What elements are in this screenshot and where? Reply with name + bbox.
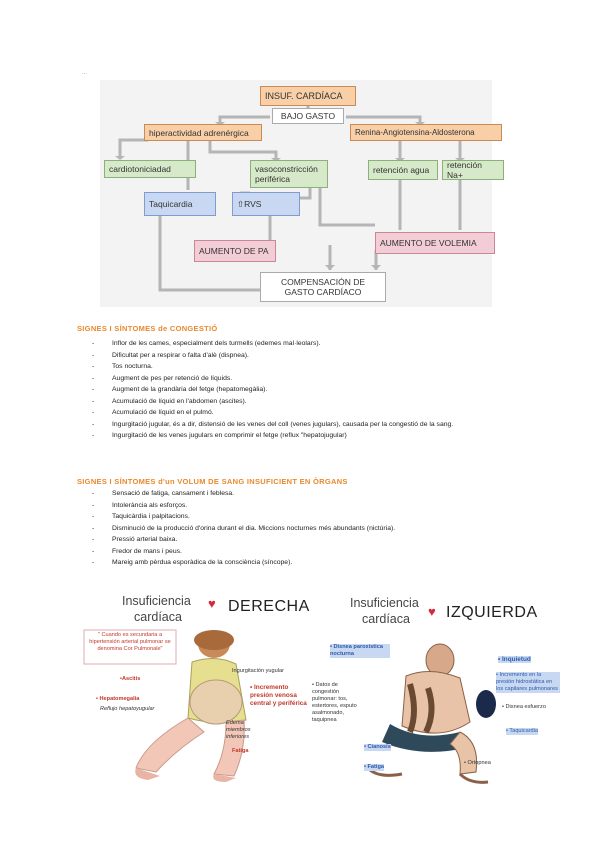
hepatomegalia-label: • Hepatomegalia xyxy=(96,696,140,702)
ingurgitacion-label: Ingurgitación yugular xyxy=(232,668,284,674)
heart-icon: ♥ xyxy=(208,596,216,611)
box-cardiotoniciadad: cardiotoniciadad xyxy=(104,160,196,178)
list-item: Acumulació de líquid en l'abdomen (ascit… xyxy=(82,396,512,408)
fatiga-label: Fatiga xyxy=(232,748,249,754)
cor-pulmonale-note: " Cuando es secundaria a hipertensión ar… xyxy=(89,632,171,652)
box-compensacion: COMPENSACIÓN DE GASTO CARDÍACO xyxy=(260,272,386,302)
insuficiencia-derecha-illustration: Insuficiencia cardíaca ♥ DERECHA " Cuand… xyxy=(76,592,310,782)
heart-failure-flow-diagram: INSUF. CARDÍACA BAJO GASTO hiperactivida… xyxy=(100,80,504,307)
list-item: Intolerància als esforços. xyxy=(82,500,512,512)
list-item: Tos nocturna. xyxy=(82,361,512,373)
page-mark: ... xyxy=(82,70,88,76)
list-item: Taquicàrdia i palpitacions. xyxy=(82,511,512,523)
volum-list: Sensació de fatiga, cansament i feblesa.… xyxy=(82,488,512,569)
derecha-title-line2: cardíaca xyxy=(134,610,182,624)
disnea-paroxistica-label: • Disnea paroxística nocturna xyxy=(330,644,390,658)
list-item: Dificultat per a respirar o falta d'alè … xyxy=(82,350,512,362)
box-aumento-volemia: AUMENTO DE VOLEMIA xyxy=(375,232,495,254)
edema-label: Edema miembros inferiores xyxy=(226,720,251,740)
list-item: Fredor de mans i peus. xyxy=(82,546,512,558)
box-retencion-na: retención Na+ xyxy=(442,160,504,180)
disnea-esfuerzo-label: • Disnea esfuerzo xyxy=(502,704,546,710)
derecha-title-line1: Insuficiencia xyxy=(122,594,191,608)
fatiga-label: • Fatiga xyxy=(364,764,384,771)
ascitis-label: •Ascitis xyxy=(120,676,141,682)
list-item: Augment de pes per retenció de líquids. xyxy=(82,373,512,385)
box-retencion-agua: retención agua xyxy=(368,160,438,180)
list-item: Pressió arterial baixa. xyxy=(82,534,512,546)
box-renina: Renina-Angiotensina-Aldosterona xyxy=(350,124,502,141)
heart-icon: ♥ xyxy=(428,604,436,619)
izquierda-title-line1: Insuficiencia xyxy=(350,596,419,610)
cianosis-label: • Cianosis xyxy=(364,744,391,751)
insuficiencia-izquierda-illustration: Insuficiencia cardíaca ♥ IZQUIERDA • Dis… xyxy=(310,592,560,792)
izquierda-title-line2: cardíaca xyxy=(362,612,410,626)
list-item: Ingurgitació jugular, és a dir, distensi… xyxy=(82,419,512,431)
box-taquicardia: Taquicardia xyxy=(144,192,216,216)
list-item: Mareig amb pèrdua esporàdica de la consc… xyxy=(82,557,512,569)
diagram-arrows xyxy=(115,106,465,292)
taquicardia-label: • Taquicardia xyxy=(506,728,539,735)
incremento-presion-hidrostatica-label: • Incremento en la presión hidrostática … xyxy=(496,672,560,693)
list-item: Sensació de fatiga, cansament i feblesa. xyxy=(82,488,512,500)
box-insuf-cardiaca: INSUF. CARDÍACA xyxy=(260,86,356,106)
box-rvs: ⇧RVS xyxy=(232,192,300,216)
box-aumento-pa: AUMENTO DE PA xyxy=(194,240,276,262)
inquietud-label: • Inquietud xyxy=(498,656,531,663)
list-item: Inflor de les cames, especialment dels t… xyxy=(82,338,512,350)
volum-heading: SIGNES I SÍNTOMES d'un VOLUM DE SANG INS… xyxy=(77,477,348,486)
patient-figure-derecha xyxy=(83,629,247,782)
list-item: Augment de la grandària del fetge (hepat… xyxy=(82,384,512,396)
datos-congestion-label: • Datos de congestión pulmonar: tos, est… xyxy=(312,682,357,723)
list-item: Disminució de la producció d'orina duran… xyxy=(82,523,512,535)
box-vasoconstriccion: vasoconstricción periférica xyxy=(250,160,328,188)
congestio-heading: SIGNES I SÍNTOMES de CONGESTIÓ xyxy=(77,324,218,333)
congestio-list: Inflor de les cames, especialment dels t… xyxy=(82,338,512,442)
derecha-heading: DERECHA xyxy=(228,598,310,615)
incremento-presion-label: • Incremento presión venosa central y pe… xyxy=(250,684,307,707)
reflujo-label: Reflujo hepatoyugular xyxy=(100,706,155,712)
patient-figure-izquierda xyxy=(369,643,496,784)
list-item: Acumulació de líquid en el pulmó. xyxy=(82,407,512,419)
ortopnea-label: • Ortopnea xyxy=(464,760,491,766)
izquierda-heading: IZQUIERDA xyxy=(446,604,538,621)
list-item: Ingurgitació de les venes jugulars en co… xyxy=(82,430,512,442)
box-bajo-gasto: BAJO GASTO xyxy=(272,108,344,124)
box-hiperactividad: hiperactividad adrenérgica xyxy=(144,124,262,141)
